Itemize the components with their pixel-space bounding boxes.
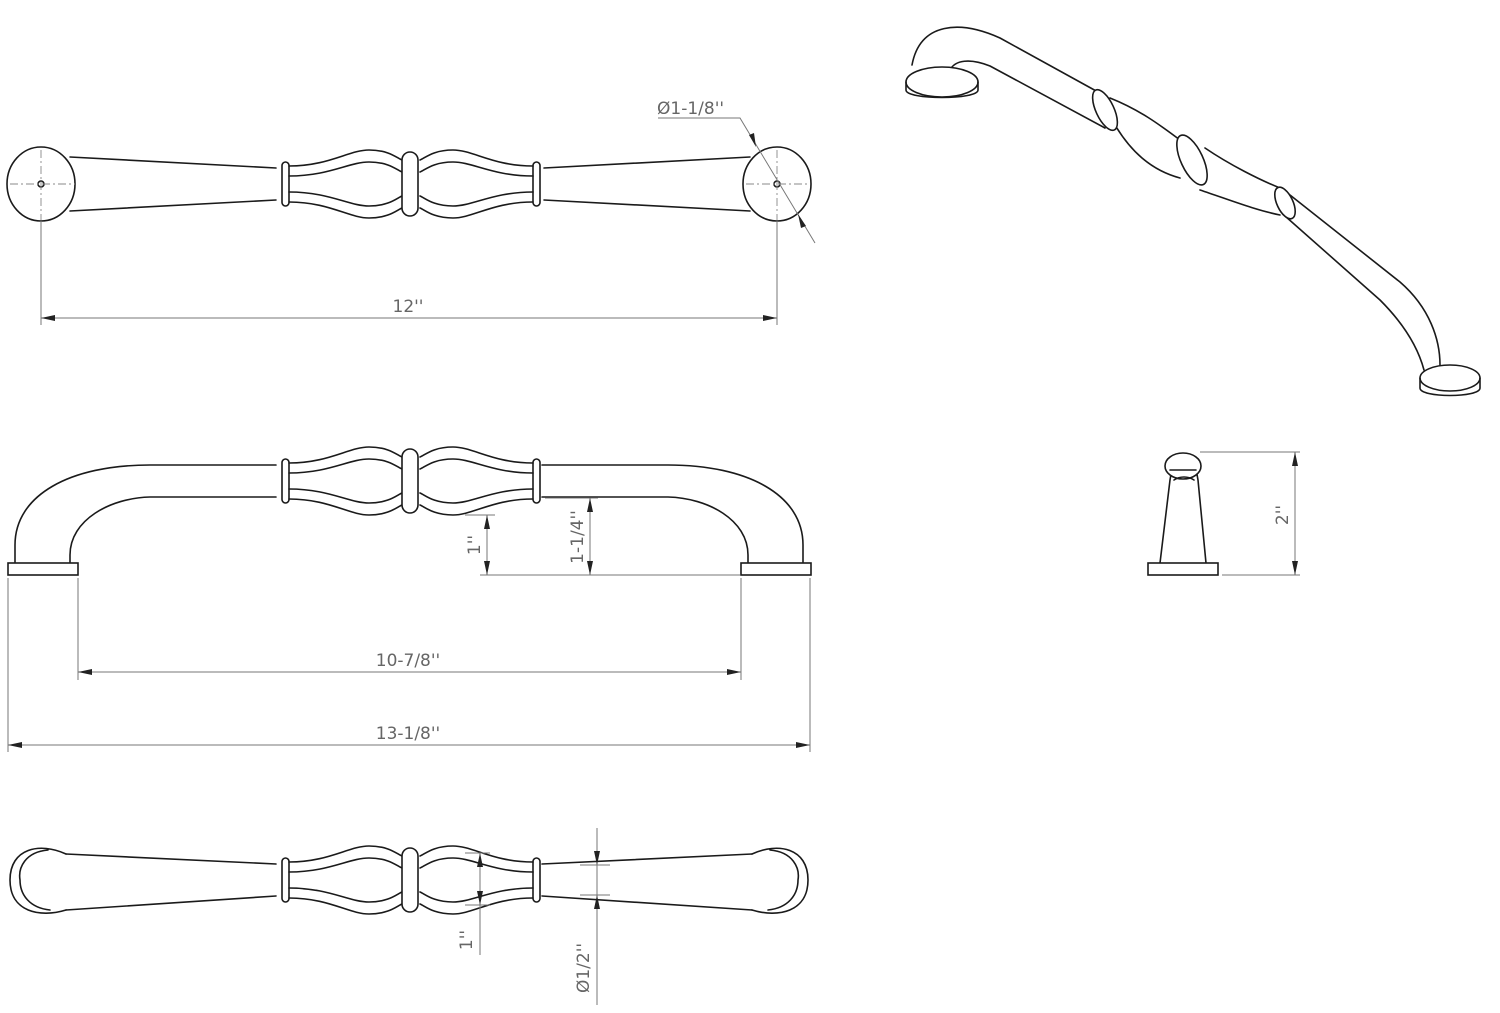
dim-hole-diameter: Ø1-1/8'' [657, 99, 724, 119]
bottom-view: 1'' Ø1/2'' [9, 828, 809, 1005]
dim-bulb-width: 1'' [457, 930, 477, 950]
dim-inner-clearance: 10-7/8'' [376, 651, 440, 671]
dim-bar-diameter: Ø1/2'' [574, 943, 594, 993]
top-view: 12'' Ø1-1/8'' [6, 99, 816, 325]
front-view: 10-7/8'' 13-1/8'' 1'' 1-1/4'' [7, 446, 812, 752]
dim-projection-inner: 1'' [465, 535, 485, 555]
dim-height: 2'' [1273, 505, 1293, 525]
dim-center-to-center: 12'' [393, 297, 424, 317]
dim-overall-length: 13-1/8'' [376, 724, 440, 744]
perspective-view [905, 26, 1481, 397]
dim-projection-outer: 1-1/4'' [568, 510, 588, 564]
side-view: 2'' [1147, 451, 1300, 576]
